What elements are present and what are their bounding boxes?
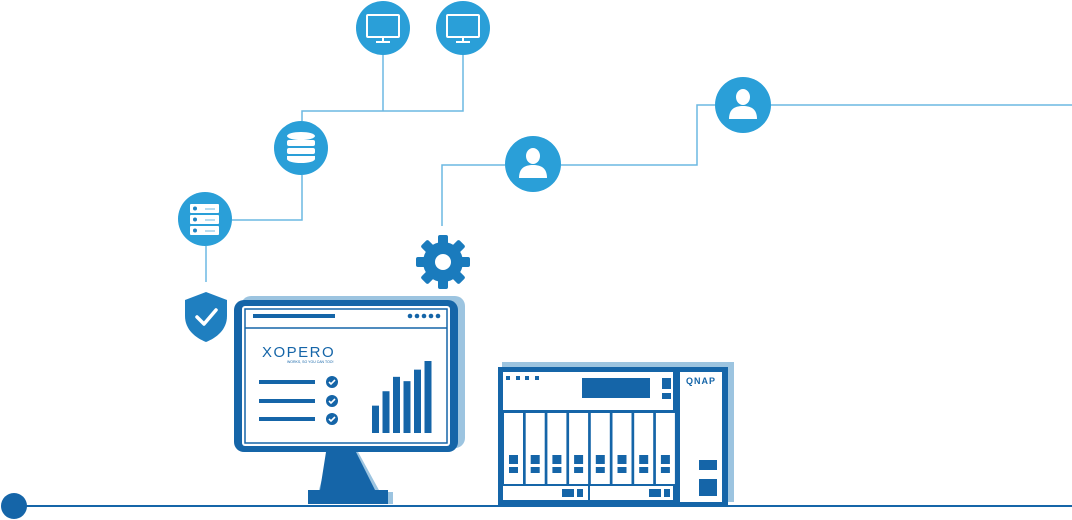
drive-bays [504,413,675,484]
bar-chart-graphic [372,361,432,433]
connector-lines [205,55,1072,282]
browser-tabs [253,314,335,318]
workstation-node-2 [436,1,490,55]
workstation-node-1 [356,1,410,55]
xopero-logo: XOPERO [262,344,335,361]
checklist [259,376,338,425]
user-icon [519,148,547,178]
xopero-tagline: WORKS, SO YOU CAN TOO! [287,360,334,364]
desktop-icon [366,14,400,43]
server-icon [190,204,219,235]
desktop-icon [446,14,480,43]
drive-bay [590,413,610,484]
chart-bar [414,369,421,433]
qnap-logo: QNAP [686,376,716,386]
user-icon [729,89,757,119]
user-node-1 [505,136,561,192]
chart-bar [393,376,400,433]
drive-bay [569,413,589,484]
chart-bar [424,361,432,433]
qnap-nas-illustration: QNAP [498,362,734,506]
window-dots [407,313,441,319]
drive-bay [655,413,675,484]
database-node [274,121,328,175]
baseline [1,493,1072,519]
chart-bar [372,405,379,433]
gear-icon [416,235,470,289]
chart-bar [403,381,411,433]
user-node-2 [715,77,771,133]
chart-bar [382,391,390,433]
drive-bay [504,413,523,484]
drive-bay [525,413,545,484]
monitor-illustration: XOPERO WORKS, SO YOU CAN TOO! [234,296,465,504]
drive-bay [547,413,567,484]
drive-bay [612,413,632,484]
database-icon [287,132,315,163]
drive-bay [634,413,654,484]
shield-check-icon [185,292,227,342]
server-node [178,192,232,246]
